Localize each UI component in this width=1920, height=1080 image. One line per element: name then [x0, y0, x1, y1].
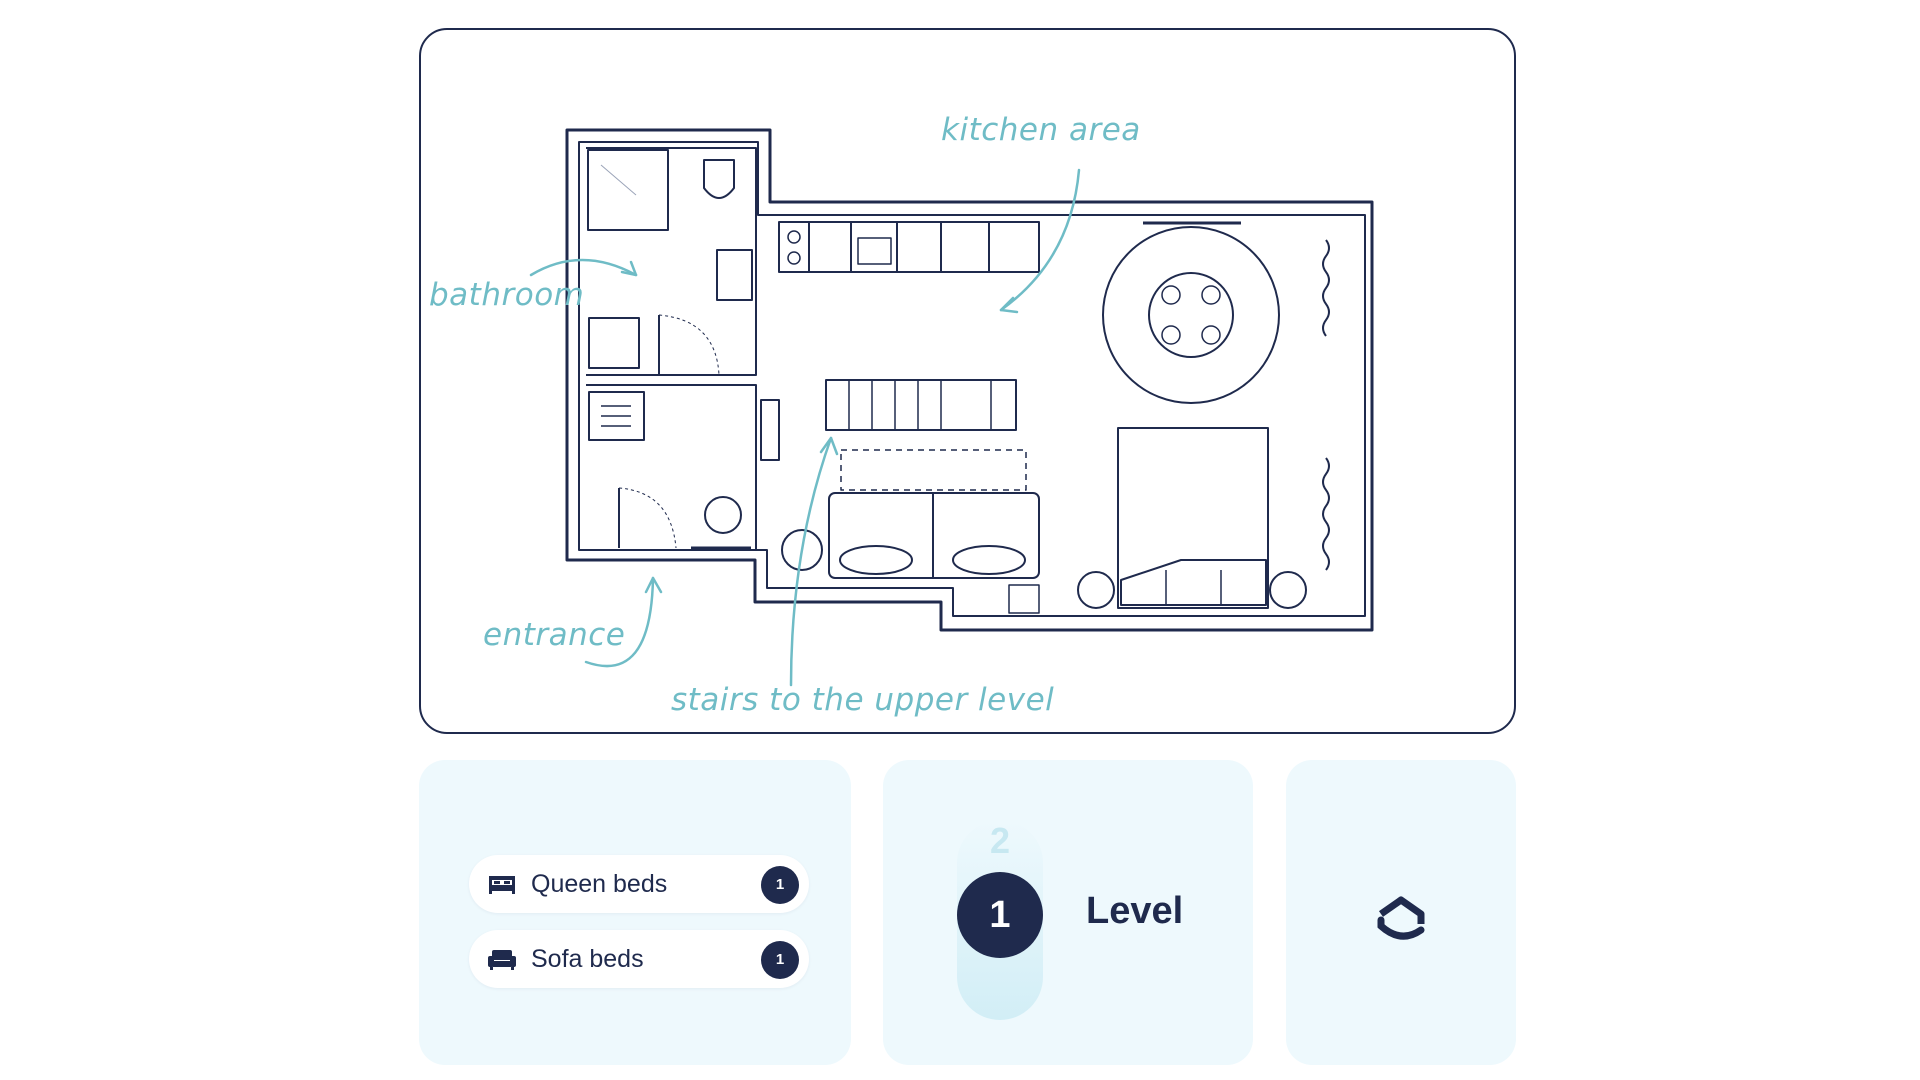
beds-panel: Queen beds 1 Sofa beds 1 — [419, 760, 851, 1065]
sofa-beds-item: Sofa beds 1 — [469, 930, 809, 988]
floor-plan-card: kitchen area bathroom entrance stairs to… — [419, 28, 1516, 734]
floor-plan-drawing: kitchen area bathroom entrance stairs to… — [429, 112, 1374, 718]
bed — [1117, 427, 1269, 609]
inner-wall — [578, 141, 1366, 617]
stairs-arrow — [789, 436, 833, 687]
bathroom-sink — [716, 249, 753, 301]
queen-beds-item: Queen beds 1 — [469, 855, 809, 913]
entrance-label: entrance — [483, 617, 625, 653]
bathroom-wall — [586, 147, 757, 376]
outer-wall — [565, 128, 1374, 632]
entrance-plant — [704, 496, 742, 534]
level-upper-number: 2 — [989, 820, 1011, 861]
level-current-number: 1 — [957, 872, 1043, 958]
sofa-beds-count: 1 — [761, 941, 799, 979]
toilet — [703, 159, 735, 199]
entrance-arrow — [584, 576, 655, 668]
sofa-beds-label: Sofa beds — [531, 945, 644, 973]
radiator-box — [588, 391, 645, 441]
queen-beds-label: Queen beds — [531, 870, 668, 898]
sofa-icon — [488, 950, 516, 970]
stairs — [825, 379, 1017, 431]
entrance-wall — [586, 384, 757, 550]
level-label: Level — [1086, 890, 1184, 932]
kitchen-counter — [778, 221, 1040, 273]
dining-table — [1102, 226, 1280, 404]
washer — [588, 317, 640, 369]
bathroom-label: bathroom — [429, 277, 584, 313]
brand-panel — [1286, 760, 1516, 1065]
level-panel: 2 1 Level — [883, 760, 1253, 1065]
stairs-label: stairs to the upper level — [671, 682, 1054, 718]
kitchen-arrow — [999, 168, 1081, 312]
bathroom-arrow — [529, 258, 638, 277]
shower — [587, 149, 669, 231]
bed-icon — [489, 876, 515, 894]
queen-beds-count: 1 — [761, 866, 799, 904]
house-logo-icon — [1377, 896, 1425, 940]
kitchen-area-label: kitchen area — [941, 112, 1141, 148]
